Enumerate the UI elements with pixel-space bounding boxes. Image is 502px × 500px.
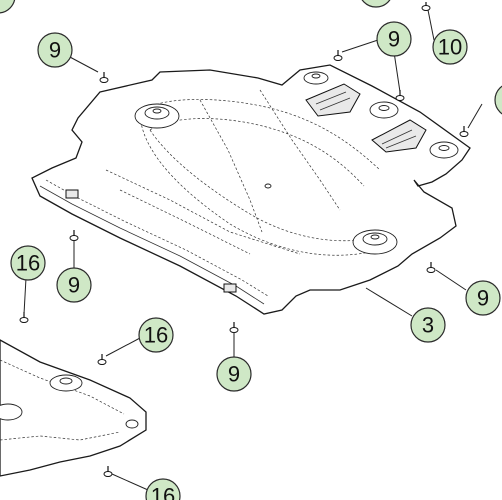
callout-9-left: 9 [56, 267, 92, 303]
callout-3: 3 [410, 307, 446, 343]
callout-16-left: 16 [10, 245, 46, 281]
callout-label: 3 [422, 313, 434, 338]
callout-label: 16 [151, 484, 175, 500]
callout-label: 9 [68, 273, 80, 298]
bolt-icon [426, 262, 436, 273]
callout-16-top: 16 [361, 0, 391, 8]
bolt-icon [421, 2, 431, 11]
callout-7: 7 [0, 0, 16, 14]
callout-label: 9 [228, 362, 240, 387]
callout-10: 10 [432, 29, 468, 65]
callout-9-top-left: 9 [37, 32, 73, 68]
callout-9-right: 9 [465, 280, 501, 316]
callout-partial-right [494, 85, 502, 115]
callout-9-bottom: 9 [216, 356, 252, 392]
callout-label: 7 [0, 0, 4, 9]
callout-9-top-right: 9 [376, 21, 412, 57]
callout-16-bottom: 16 [145, 478, 181, 500]
callout-label: 16 [364, 0, 388, 3]
callout-16-middle: 16 [138, 317, 174, 353]
bolt-icon [103, 466, 113, 477]
leader-lines [23, 9, 483, 491]
callout-label: 16 [16, 251, 40, 276]
callout-label: 9 [388, 27, 400, 52]
bolt-icon [69, 230, 79, 241]
bolts [19, 2, 469, 477]
bolt-icon [229, 322, 239, 333]
under-panel-secondary [0, 339, 147, 477]
bolt-icon [459, 126, 469, 137]
callout-label: 10 [438, 35, 462, 60]
under-panel-main [31, 64, 471, 315]
callout-label: 9 [477, 286, 489, 311]
bolt-icon [333, 50, 343, 61]
callout-label: 9 [49, 38, 61, 63]
bolt-icon [97, 354, 107, 365]
bolt-icon [99, 72, 109, 83]
callout-label: 16 [144, 323, 168, 348]
